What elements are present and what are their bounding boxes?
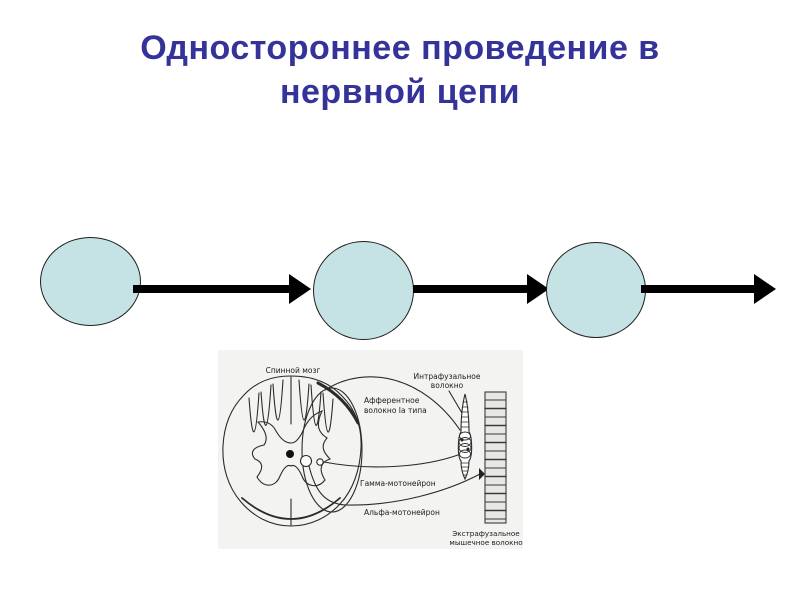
- arrow-shaft: [413, 285, 529, 293]
- reflex-arc-figure: Спинной мозг Интрафузальное волокно Аффе…: [218, 350, 523, 549]
- slide-title-line-2: нервной цепи: [279, 73, 520, 111]
- label-intrafusal-fiber-line1: Интрафузальное: [414, 372, 481, 381]
- extrafusal-muscle-fiber: [484, 391, 507, 524]
- conduction-arrow-2: [413, 274, 549, 304]
- conduction-arrow-1: [133, 274, 311, 304]
- neuron-circle-1: [40, 237, 141, 326]
- arrow-head-icon: [754, 274, 776, 304]
- spindle-striations: [461, 401, 470, 476]
- spinal-cord-outline: [222, 375, 362, 527]
- root-loop-oval: [301, 387, 363, 513]
- arrow-head-icon: [289, 274, 311, 304]
- neuron-circle-3: [546, 242, 646, 338]
- ventral-inner-arc: [241, 497, 341, 520]
- label-afferent-fiber-line2: волокно Ia типа: [364, 406, 427, 415]
- afferent-fiber-line: [324, 376, 461, 431]
- alpha-axon-line: [308, 465, 481, 506]
- spindle-outline: [457, 393, 473, 481]
- intrafusal-label-pointer: [448, 390, 463, 414]
- arrow-shaft: [641, 285, 756, 293]
- neuron-circle-2: [313, 241, 414, 340]
- conduction-arrow-3: [641, 274, 776, 304]
- dorsal-root-entry-arc: [316, 381, 360, 425]
- neuromuscular-junction: [479, 468, 485, 480]
- muscle-spindle: [457, 393, 473, 481]
- gray-matter-butterfly: [251, 410, 332, 487]
- alpha-motoneuron-soma: [299, 454, 313, 468]
- label-spinal-cord: Спинной мозг: [266, 366, 321, 375]
- arrow-head-icon: [527, 274, 549, 304]
- arrow-shaft: [133, 285, 291, 293]
- gamma-axon-line: [323, 454, 459, 468]
- spinal-reflex-diagram: Спинной мозг Интрафузальное волокно Аффе…: [218, 350, 523, 549]
- label-extrafusal-fiber-line1: Экстрафузальное: [452, 529, 520, 538]
- spinal-cord-cross-section: [222, 375, 363, 527]
- label-intrafusal-fiber-line2: волокно: [431, 381, 464, 390]
- central-canal-dot: [286, 450, 294, 458]
- label-afferent-fiber-line1: Афферентное: [364, 396, 420, 405]
- gamma-motoneuron-soma: [316, 458, 324, 466]
- slide-title-line-1: Одностороннее проведение в: [140, 29, 660, 67]
- muscle-striations: [484, 399, 507, 520]
- slide-title: Одностороннее проведение в нервной цепи: [0, 26, 800, 114]
- label-gamma-motoneuron: Гамма-мотонейрон: [360, 479, 436, 488]
- dorsal-column-folds: [248, 376, 334, 433]
- annulospiral-ending-coil: [458, 431, 472, 459]
- label-alpha-motoneuron: Альфа-мотонейрон: [364, 508, 440, 517]
- label-extrafusal-fiber-line2: мышечное волокно: [449, 538, 522, 547]
